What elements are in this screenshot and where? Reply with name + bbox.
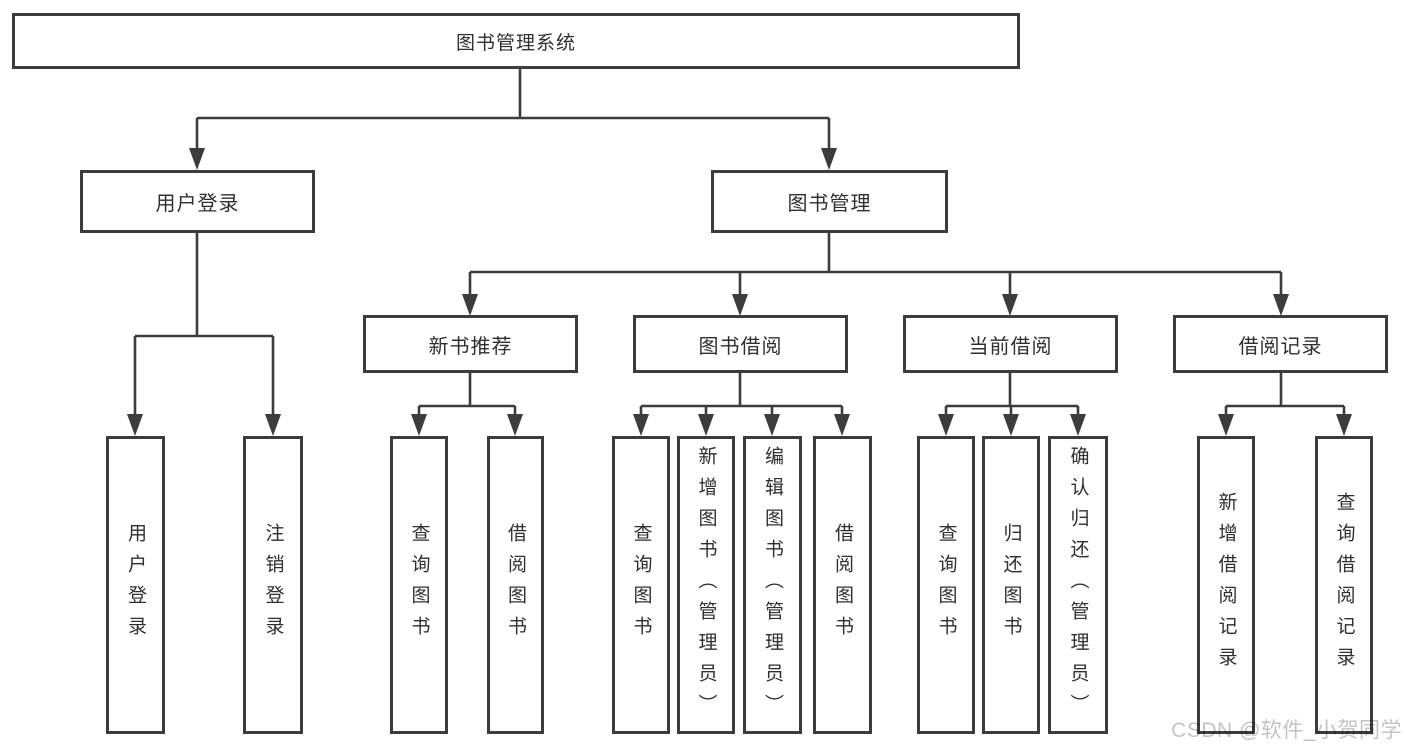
arrowhead-group xyxy=(127,148,1352,436)
arrowhead-icon xyxy=(1273,294,1289,316)
leaf-return-books: 归还图书 xyxy=(982,436,1040,734)
leaf-logout: 注销登录 xyxy=(243,436,303,734)
leaf-add-borrow-record: 新增借阅记录 xyxy=(1197,436,1255,734)
node-book-management-branch: 图书管理 xyxy=(711,170,948,233)
arrowhead-icon xyxy=(764,414,780,436)
watermark: CSDN @软件_小贺同学 xyxy=(1171,719,1402,742)
leaf-borrow-books-2: 借阅图书 xyxy=(813,436,872,734)
leaf-query-books-1: 查询图书 xyxy=(390,436,448,734)
arrowhead-icon xyxy=(265,414,281,436)
leaf-borrow-books-1: 借阅图书 xyxy=(487,436,544,734)
leaf-query-borrow-record: 查询借阅记录 xyxy=(1315,436,1373,734)
arrowhead-icon xyxy=(507,414,523,436)
leaf-confirm-return-admin: 确认归还（管理员） xyxy=(1048,436,1108,734)
arrowhead-icon xyxy=(189,148,205,170)
leaf-user-login: 用户登录 xyxy=(106,436,165,734)
leaf-add-books-admin: 新增图书（管理员） xyxy=(677,436,735,734)
arrowhead-icon xyxy=(938,414,954,436)
arrowhead-icon xyxy=(462,294,478,316)
node-library-management-system: 图书管理系统 xyxy=(12,13,1020,69)
node-borrowing-records: 借阅记录 xyxy=(1173,315,1388,373)
arrowhead-icon xyxy=(698,414,714,436)
arrowhead-icon xyxy=(411,414,427,436)
leaf-query-books-3: 查询图书 xyxy=(917,436,975,734)
arrowhead-icon xyxy=(732,294,748,316)
arrowhead-icon xyxy=(1218,414,1234,436)
node-user-login-branch: 用户登录 xyxy=(80,170,315,233)
arrowhead-icon xyxy=(821,148,837,170)
arrowhead-icon xyxy=(1002,294,1018,316)
arrowhead-icon xyxy=(633,414,649,436)
arrowhead-icon xyxy=(1070,414,1086,436)
arrowhead-icon xyxy=(834,414,850,436)
arrowhead-icon xyxy=(1003,414,1019,436)
node-book-borrowing: 图书借阅 xyxy=(633,315,848,373)
arrowhead-icon xyxy=(127,414,143,436)
leaf-edit-books-admin: 编辑图书（管理员） xyxy=(743,436,802,734)
node-new-book-recommendation: 新书推荐 xyxy=(363,315,578,373)
leaf-query-books-2: 查询图书 xyxy=(612,436,670,734)
node-current-borrowing: 当前借阅 xyxy=(903,315,1118,373)
arrowhead-icon xyxy=(1336,414,1352,436)
